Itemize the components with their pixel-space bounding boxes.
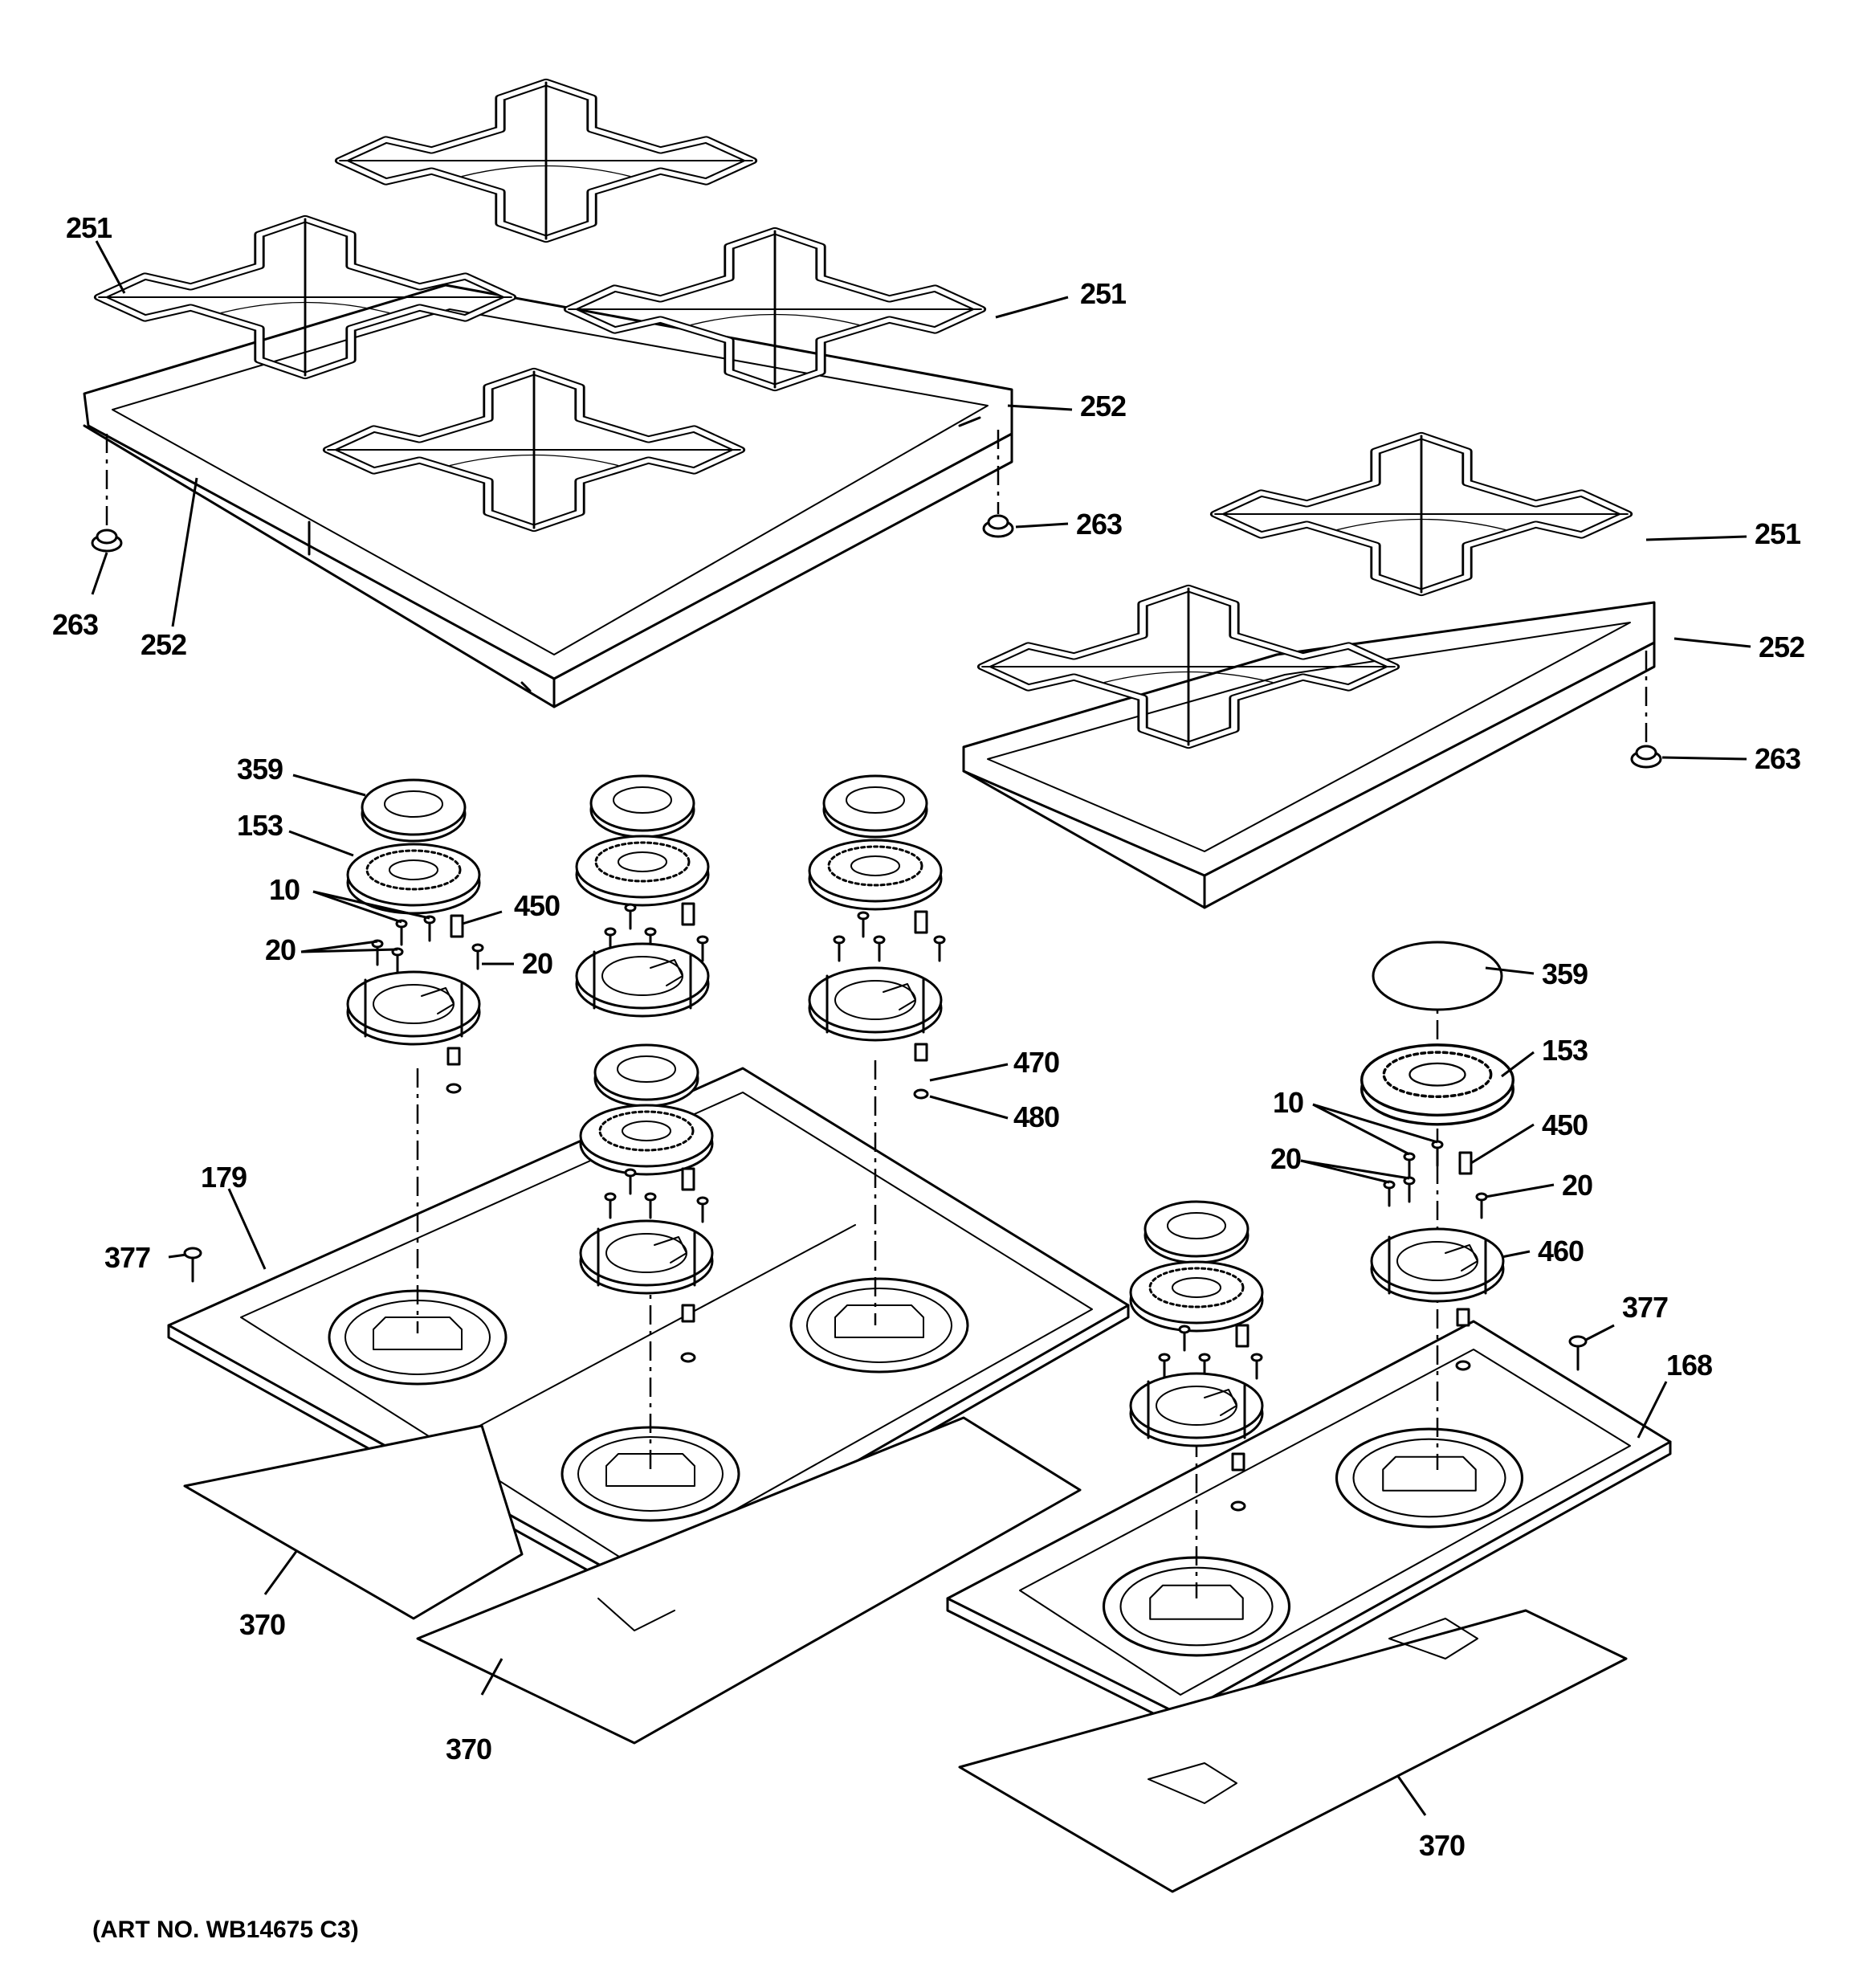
burner-stack-right-of-left-cooktop [808,774,946,1325]
burner-cap-359-large [1372,941,1503,1011]
screw-377-left [183,1247,202,1283]
insulation-pad-370-c [958,1609,1628,1893]
callout-252: 252 [1759,631,1804,663]
burner-stack-center-rear [575,774,710,1018]
left-grate-assembly [83,82,1013,708]
art-number: (ART NO. WB14675 C3) [92,1917,359,1943]
insulation-pad-370-a [183,1424,524,1620]
callout-450: 450 [1542,1108,1588,1141]
insulation-pad-370-b [416,1416,1082,1745]
callout-153: 153 [1542,1034,1588,1067]
callout-251: 251 [1080,277,1127,310]
callout-20: 20 [1562,1169,1592,1202]
grate-foot-263-right [1630,651,1662,769]
right-grate-assembly [962,436,1656,909]
callout-480: 480 [1013,1100,1059,1133]
callout-20: 20 [1270,1142,1301,1175]
callout-252: 252 [1080,390,1126,423]
callout-179: 179 [201,1161,247,1194]
callout-377: 377 [1622,1291,1668,1324]
callout-370: 370 [1419,1829,1465,1862]
callout-10: 10 [1273,1086,1303,1119]
callout-251: 251 [1755,517,1801,550]
callout-labels: 251 251 251 252 252 252 263 263 263 359 … [52,211,1805,1862]
callout-263: 263 [1076,508,1122,541]
callout-370: 370 [239,1608,285,1641]
callout-20: 20 [522,947,552,980]
callout-251: 251 [66,211,112,244]
callout-359: 359 [237,753,283,786]
callout-10: 10 [269,873,300,906]
leader-lines [91,240,1751,1816]
burner-stack-left [346,778,484,1333]
callout-263: 263 [52,608,98,641]
callout-359: 359 [1542,957,1588,990]
screw-377-right [1568,1335,1588,1371]
callout-377: 377 [104,1241,150,1274]
callout-20: 20 [265,933,296,966]
grate-foot-263-left [91,434,123,553]
callout-153: 153 [237,809,283,842]
callout-370: 370 [446,1733,491,1766]
callout-450: 450 [514,889,560,922]
burner-stack-right-rear [1360,941,1515,1470]
callout-168: 168 [1666,1349,1712,1382]
callout-263: 263 [1755,742,1800,775]
burner-stack-center-front [579,1043,714,1470]
callout-460: 460 [1538,1235,1584,1268]
grate-foot-263-mid [982,430,1014,538]
callout-470: 470 [1013,1046,1059,1079]
burner-stack-right-front [1129,1200,1264,1598]
callout-252: 252 [141,628,186,661]
